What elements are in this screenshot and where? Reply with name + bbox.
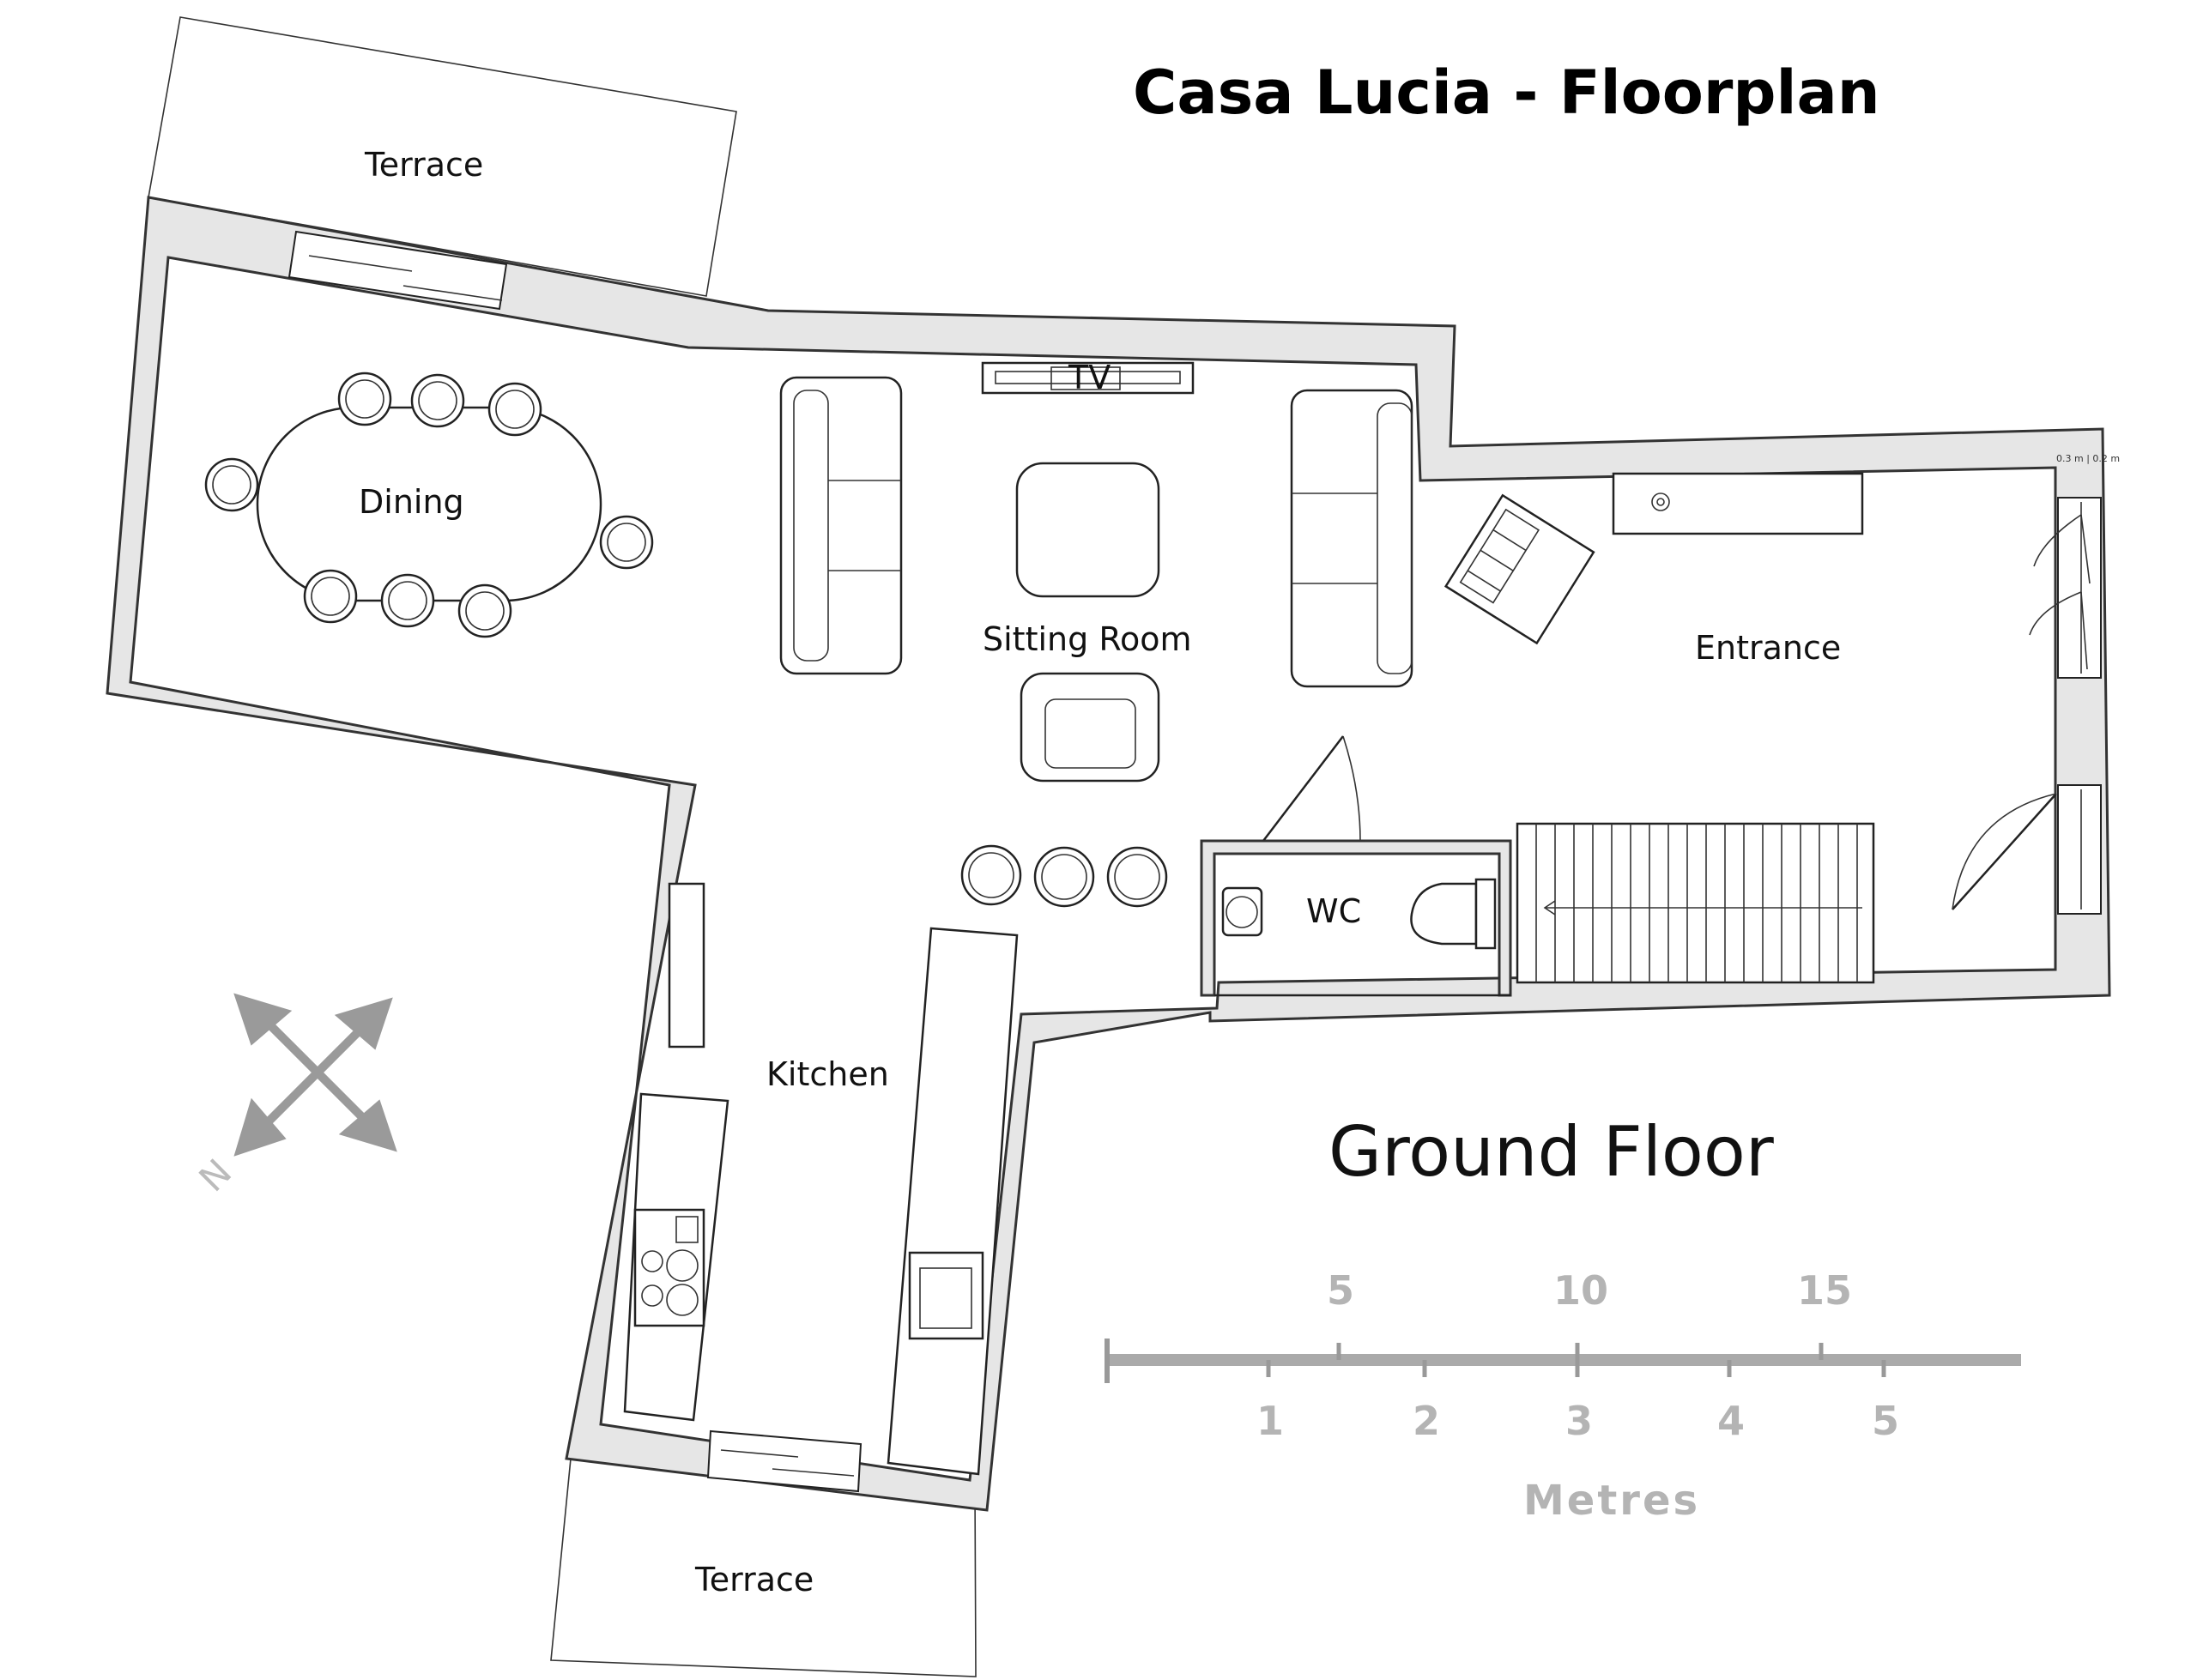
sitting-room-furniture: TV Sitting Room — [779, 359, 1413, 783]
scale-upper-label: 10 — [1553, 1267, 1608, 1314]
scale-bar: Metres 5 10 15 1 2 3 4 5 — [1105, 1267, 2021, 1525]
staircase — [1516, 822, 1875, 984]
scale-lower-label: 1 — [1256, 1398, 1284, 1444]
dining-label: Dining — [359, 483, 464, 521]
openings: 0.3 m | 0.2 m — [287, 230, 2120, 1493]
dining-chair — [599, 515, 654, 570]
dining-chair — [380, 573, 435, 628]
dining-chair — [303, 569, 358, 624]
sitting-room-label: Sitting Room — [983, 620, 1192, 658]
kitchen-counters: Kitchen — [623, 882, 1019, 1476]
wc-label: WC — [1306, 892, 1361, 930]
dining-chair-seat — [212, 465, 251, 505]
page-title: Casa Lucia - Floorplan — [1133, 57, 1880, 128]
dining-chair — [487, 382, 542, 437]
terrace-bottom-label: Terrace — [694, 1561, 814, 1598]
dining-chair-seat — [418, 381, 457, 420]
wc-walls — [1200, 839, 1512, 997]
floor-label: Ground Floor — [1328, 1112, 1774, 1192]
scale-lower-label: 3 — [1565, 1398, 1593, 1444]
dining-chair-seat — [607, 523, 646, 562]
svg-text:N: N — [191, 1151, 239, 1200]
dining-chair — [337, 372, 392, 426]
bar-stools — [960, 844, 1168, 908]
dining-set: Dining — [204, 372, 654, 638]
dining-chair — [204, 457, 259, 512]
kitchen-label: Kitchen — [766, 1055, 889, 1093]
dining-chair — [410, 373, 465, 428]
scale-upper-label: 15 — [1797, 1267, 1852, 1314]
entrance-window-swings — [2029, 514, 2091, 670]
wc-fixtures: WC — [1221, 878, 1497, 950]
terrace-top-label: Terrace — [364, 146, 483, 184]
terrace-top: Terrace — [148, 16, 737, 297]
dining-chair-seat — [311, 577, 350, 616]
entrance-label: Entrance — [1695, 629, 1841, 667]
dining-chair-seat — [388, 581, 427, 620]
scale-unit-label: Metres — [1523, 1477, 1700, 1525]
scale-lower-label: 5 — [1872, 1398, 1899, 1444]
tv-label: TV — [1068, 359, 1111, 396]
window-note: 0.3 m | 0.2 m — [2056, 453, 2120, 464]
scale-lower-label: 2 — [1413, 1398, 1440, 1444]
dining-chair-seat — [495, 390, 535, 429]
entrance-furniture: Entrance — [1443, 472, 1864, 667]
dining-chair-seat — [345, 379, 384, 419]
front-door — [1952, 793, 2057, 910]
dining-chair — [457, 583, 512, 638]
scale-upper-label: 5 — [1327, 1267, 1354, 1314]
dining-chair-seat — [465, 591, 505, 631]
wc-door — [1262, 735, 1365, 842]
north-arrow-icon: N — [191, 993, 397, 1200]
scale-lower-label: 4 — [1717, 1398, 1745, 1444]
